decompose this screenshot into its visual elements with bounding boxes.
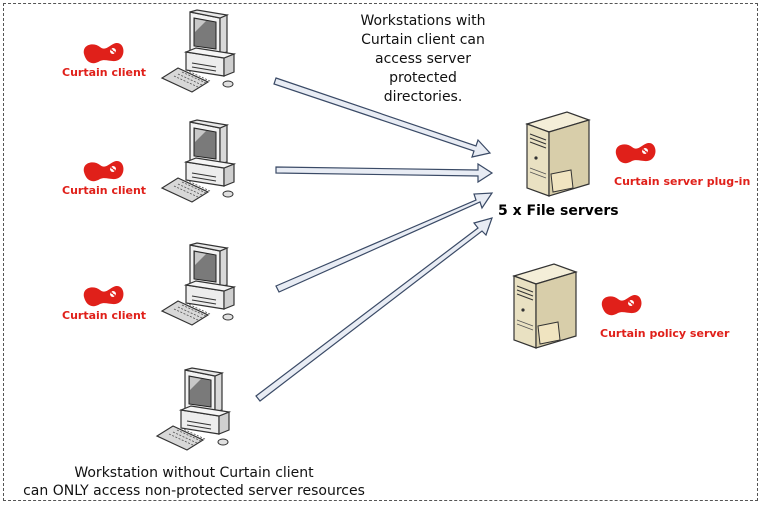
workstation-icon	[156, 367, 230, 451]
unprotected-note-line: can ONLY access non-protected server res…	[23, 483, 365, 499]
server-tower-icon	[526, 111, 590, 197]
arrow-icon	[255, 217, 493, 402]
curtain-logo-icon	[83, 285, 124, 307]
curtain-logo-icon	[615, 142, 656, 164]
top-note-line: Curtain client can	[361, 32, 485, 48]
server-plugin-label: Curtain server plug-in	[614, 175, 751, 188]
unprotected-note-line: Workstation without Curtain client	[74, 465, 314, 481]
workstation-icon	[161, 242, 235, 326]
arrow-icon	[275, 162, 494, 184]
top-note-line: access server	[375, 51, 471, 67]
top-note-line: directories.	[383, 89, 463, 105]
arrow-icon	[273, 77, 492, 158]
arrow-icon	[275, 192, 494, 293]
server-tower-icon	[513, 263, 577, 349]
workstation-icon	[161, 9, 235, 93]
policy-server-label: Curtain policy server	[600, 327, 730, 340]
client-label: Curtain client	[62, 184, 147, 197]
top-note: Workstations with Curtain client can acc…	[348, 12, 498, 107]
client-label: Curtain client	[62, 66, 147, 79]
diagram-frame	[3, 3, 758, 501]
file-servers-label: 5 x File servers	[498, 203, 619, 219]
curtain-logo-icon	[83, 160, 124, 182]
unprotected-note: Workstation without Curtain client can O…	[0, 464, 388, 500]
curtain-logo-icon	[83, 42, 124, 64]
top-note-line: protected	[389, 70, 457, 86]
curtain-logo-icon	[601, 294, 642, 316]
client-label: Curtain client	[62, 309, 147, 322]
top-note-line: Workstations with	[360, 13, 486, 29]
workstation-icon	[161, 119, 235, 203]
